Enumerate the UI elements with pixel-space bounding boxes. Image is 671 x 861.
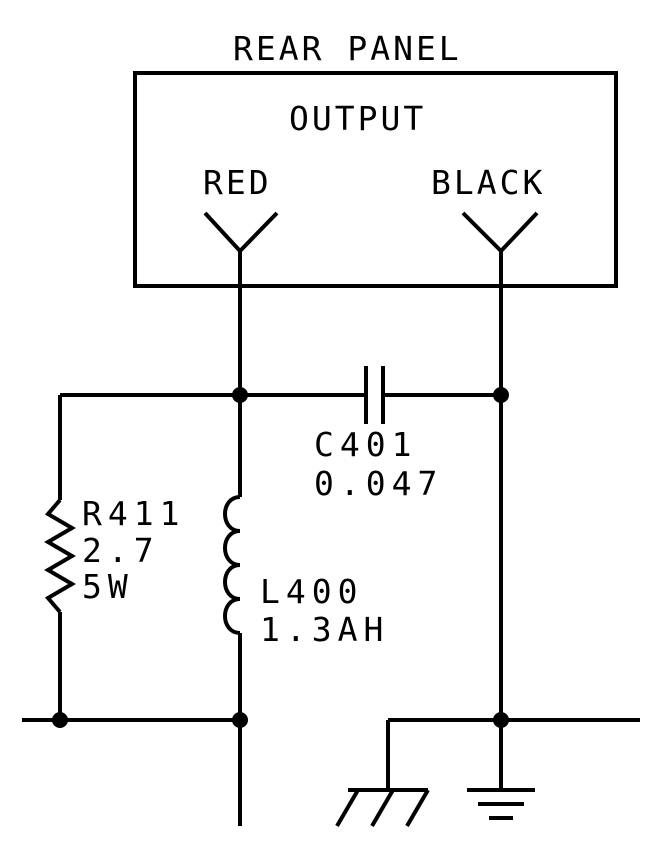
panel-title: REAR PANEL: [233, 29, 462, 68]
black-terminal-label: BLACK: [431, 163, 545, 202]
resistor-r411: [44, 498, 76, 614]
junction-dot: [52, 712, 68, 728]
l400-ref: L400: [260, 572, 363, 611]
earth-ground-symbol: [467, 788, 535, 820]
c401-value: 0.047: [314, 464, 443, 503]
l400-value: 1.3AH: [260, 610, 389, 649]
inductor-l400: [223, 495, 241, 635]
chassis-ground-symbol: [335, 788, 430, 828]
capacitor-c401: [364, 366, 385, 424]
junction-dot: [493, 387, 509, 403]
rear-panel-box: [133, 71, 618, 288]
c401-ref: C401: [314, 425, 417, 464]
r411-value: 2.7: [82, 531, 160, 570]
black-terminal-symbol: [461, 211, 539, 253]
r411-power: 5W: [82, 567, 134, 606]
red-terminal-symbol: [203, 211, 279, 253]
output-label: OUTPUT: [289, 99, 426, 138]
junction-dot: [232, 387, 248, 403]
r411-ref: R411: [82, 494, 185, 533]
junction-dot: [493, 712, 509, 728]
junction-dot: [232, 712, 248, 728]
red-terminal-label: RED: [203, 163, 272, 202]
